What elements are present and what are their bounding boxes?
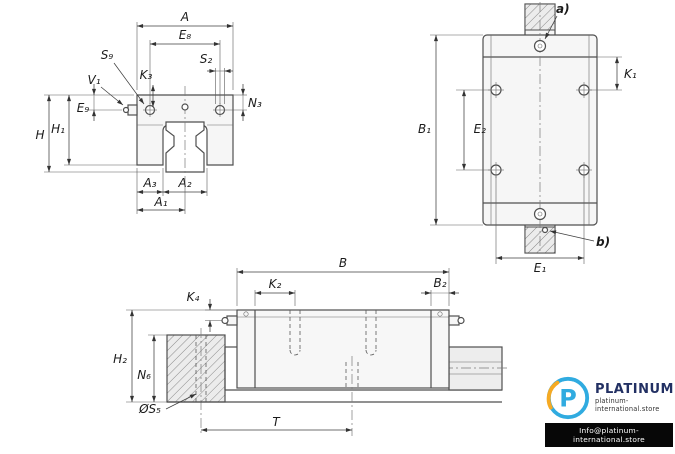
watermark-email: Info@platinum-international.store [545, 423, 673, 447]
rail-side-view [448, 346, 503, 391]
dim-K3: K₃ [140, 68, 153, 82]
hidden-hole-group-1 [289, 310, 301, 356]
dim-E1: E₁ [534, 261, 547, 275]
top-view: a) b) K₁ B₁ E₂ E₁ [418, 2, 637, 275]
dim-E9: E₉ [77, 101, 90, 115]
watermark-brand: PLATINUM [595, 381, 674, 397]
platinum-logo-icon: P [546, 376, 590, 420]
dim-H2: H₂ [113, 352, 127, 366]
dim-K4: K₄ [187, 290, 200, 304]
front-hole-left [143, 103, 157, 117]
dim-H1: H₁ [51, 122, 65, 136]
dim-S9: S₉ [101, 48, 114, 62]
front-view: A E₈ S₉ V₁ K₃ S₂ N₃ E₉ [35, 10, 262, 214]
dim-B1: B₁ [418, 122, 431, 136]
dim-H: H [35, 128, 44, 142]
hidden-hole-group-2 [365, 310, 377, 356]
dim-A1: A₁ [153, 195, 167, 209]
dim-B: B [339, 256, 347, 270]
side-view: B K₂ B₂ K₄ H₂ N₆ ØS₅ T [113, 256, 510, 436]
lube-port-b [541, 226, 549, 234]
label-b: b) [596, 235, 610, 249]
dim-A2: A₂ [177, 176, 191, 190]
side-grease-nipple-left [221, 315, 238, 326]
dim-N6: N₆ [137, 368, 151, 382]
dim-S2: S₂ [200, 52, 213, 66]
hidden-rail-bolt [345, 356, 359, 436]
dim-K1: K₁ [624, 67, 637, 81]
lube-port-a [533, 39, 547, 53]
dim-E2: E₂ [474, 122, 487, 136]
label-a: a) [556, 2, 570, 16]
front-lube-port-top [181, 103, 189, 111]
dim-T: T [272, 415, 281, 429]
front-grease-nipple [122, 104, 138, 116]
front-hole-right [213, 103, 227, 117]
watermark-store: platinum-international.store [595, 397, 660, 414]
carriage-side-view [236, 309, 450, 389]
dim-S5: ØS₅ [138, 402, 161, 416]
side-grease-nipple-right [448, 315, 465, 326]
dim-V1: V₁ [87, 73, 100, 87]
dim-B2: B₂ [433, 276, 446, 290]
dim-E8: E₈ [179, 28, 192, 42]
top-view-holes [488, 82, 592, 178]
dim-N3: N₃ [248, 96, 262, 110]
dim-K2: K₂ [269, 277, 282, 291]
lube-port-bottom [533, 207, 547, 221]
dim-A: A [180, 10, 189, 24]
logo-letter: P [559, 385, 577, 413]
watermark: P PLATINUM platinum-international.store … [545, 375, 673, 447]
dim-A3: A₃ [142, 176, 156, 190]
